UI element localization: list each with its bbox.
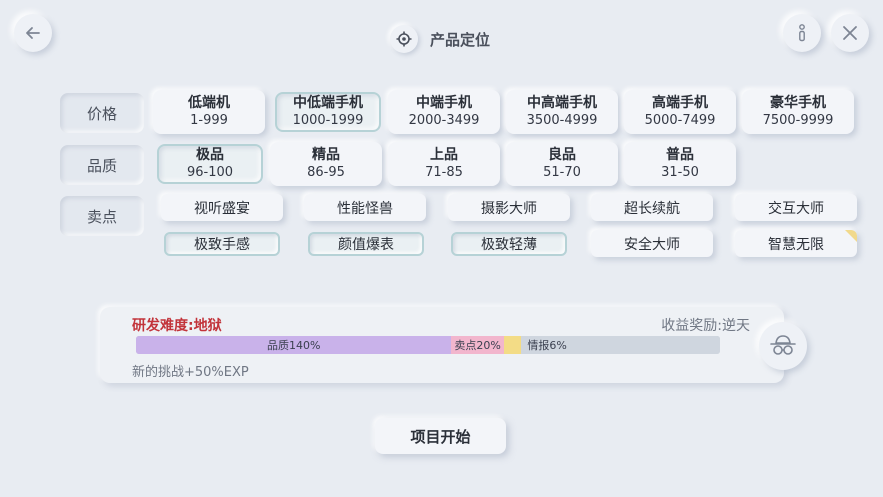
quality-option-premium[interactable]: 极品 96-100 (157, 144, 263, 184)
composition-bar: 品质140% 卖点20% 情报6% (136, 336, 720, 354)
corner-tag-icon (845, 230, 857, 242)
price-option-high[interactable]: 高端手机 5000-7499 (624, 90, 736, 134)
price-option-low[interactable]: 低端机 1-999 (153, 90, 265, 134)
spy-icon (770, 335, 796, 355)
page-title: 产品定位 (430, 30, 491, 49)
quality-row-label: 品质 (60, 145, 144, 185)
bar-segment-quality: 品质140% (136, 336, 452, 354)
quality-option-good[interactable]: 良品 51-70 (506, 142, 618, 186)
difficulty-text: 研发难度:地狱 (132, 318, 222, 334)
price-option-mid[interactable]: 中端手机 2000-3499 (388, 90, 500, 134)
info-button[interactable] (783, 14, 821, 52)
bar-segment-extra (503, 336, 522, 354)
price-row-label: 价格 (60, 93, 144, 133)
price-option-mid-low[interactable]: 中低端手机 1000-1999 (275, 92, 381, 132)
challenge-text: 新的挑战+50%EXP (132, 365, 249, 380)
close-button[interactable] (831, 14, 869, 52)
selling-point-security[interactable]: 安全大师 (591, 230, 713, 257)
quality-option-fine[interactable]: 精品 86-95 (270, 142, 382, 186)
agent-button[interactable] (759, 322, 807, 370)
selling-point-looks[interactable]: 颜值爆表 (308, 232, 424, 256)
bar-segment-intel: 情报6% (521, 336, 720, 354)
page-header: 产品定位 (390, 25, 490, 53)
close-icon (843, 26, 857, 40)
price-option-mid-high[interactable]: 中高端手机 3500-4999 (506, 90, 618, 134)
quality-option-superior[interactable]: 上品 71-85 (388, 142, 500, 186)
selling-row-label: 卖点 (60, 196, 144, 236)
target-icon (390, 25, 418, 53)
selling-point-thin[interactable]: 极致轻薄 (451, 232, 567, 256)
reward-text: 收益奖励:逆天 (661, 318, 750, 334)
selling-point-audiovisual[interactable]: 视听盛宴 (161, 194, 283, 221)
selling-point-performance[interactable]: 性能怪兽 (304, 194, 426, 221)
back-button[interactable] (14, 14, 52, 52)
start-project-button[interactable]: 项目开始 (375, 418, 506, 454)
selling-point-smart[interactable]: 智慧无限 (735, 230, 857, 257)
price-option-luxury[interactable]: 豪华手机 7500-9999 (742, 90, 854, 134)
selling-point-smart-label: 智慧无限 (768, 236, 824, 253)
selling-point-battery[interactable]: 超长续航 (591, 194, 713, 221)
quality-option-common[interactable]: 普品 31-50 (624, 142, 736, 186)
arrow-left-icon (26, 27, 40, 39)
selling-point-feel[interactable]: 极致手感 (164, 232, 280, 256)
selling-point-photography[interactable]: 摄影大师 (448, 194, 570, 221)
selling-point-interaction[interactable]: 交互大师 (735, 194, 857, 221)
bar-segment-selling: 卖点20% (451, 336, 504, 354)
info-icon (799, 24, 805, 42)
summary-panel: 研发难度:地狱 收益奖励:逆天 品质140% 卖点20% 情报6% 新的挑战+5… (100, 307, 784, 383)
